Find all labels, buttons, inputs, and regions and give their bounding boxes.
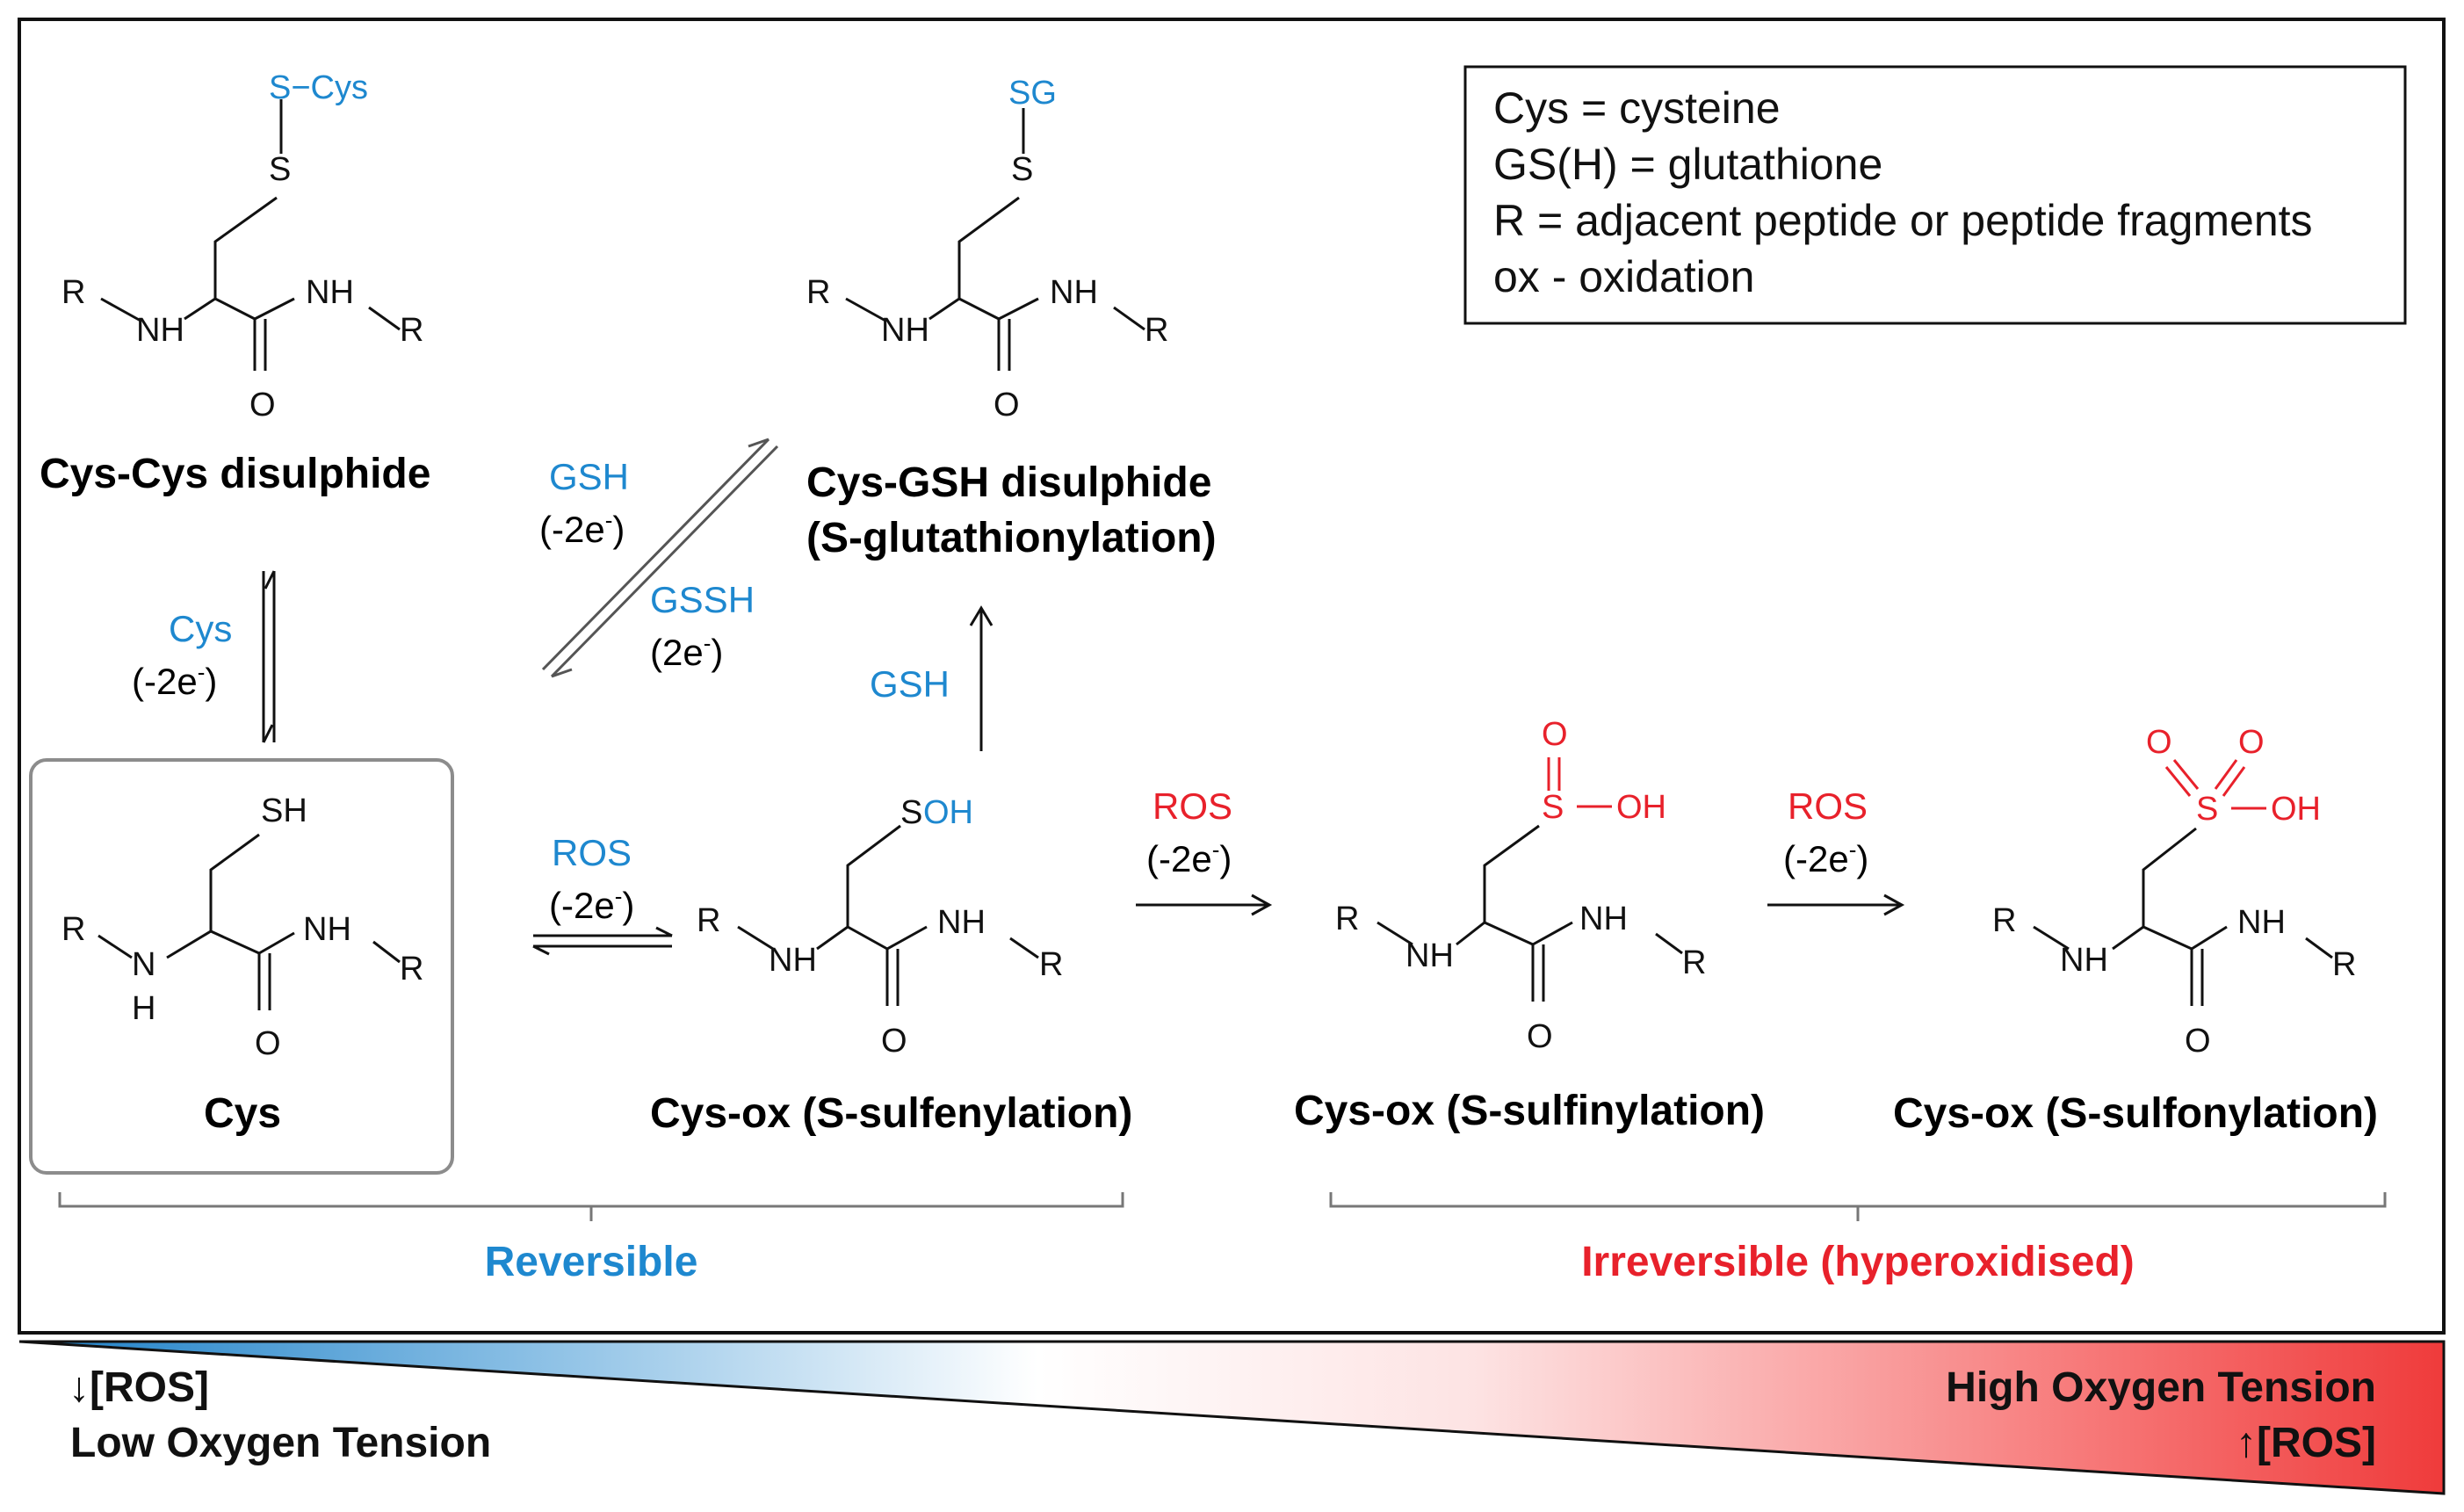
atom-o: O xyxy=(249,387,276,423)
atom-r-right: R xyxy=(1145,312,1168,349)
atom-nh: NH xyxy=(881,312,929,349)
atom-o: O xyxy=(1542,716,1568,753)
legend-line-r: R = adjacent peptide or peptide fragment… xyxy=(1493,196,2313,245)
electron-note: (-2e-) xyxy=(1146,836,1232,879)
atom-o: O xyxy=(2146,724,2172,761)
label-sulfonylation: Cys-ox (S-sulfonylation) xyxy=(1893,1090,2378,1137)
atom-nh: NH xyxy=(1579,901,1628,937)
atom-nh: NH xyxy=(1405,937,1454,974)
atom-sg: SG xyxy=(1008,75,1057,112)
atom-s: S xyxy=(900,794,922,831)
cys-cys-disulphide-structure xyxy=(100,99,401,371)
reagent-ros: ROS xyxy=(552,832,632,873)
sulfonyl-group xyxy=(2164,759,2266,810)
equilibrium-arrow-glutathionylation xyxy=(541,438,779,678)
legend-line-gsh: GS(H) = glutathione xyxy=(1493,140,1882,189)
atom-r-left: R xyxy=(697,902,720,939)
atom-o: O xyxy=(881,1023,907,1060)
arrow-sulfenyl-to-gsh xyxy=(969,605,994,751)
reversible-bracket xyxy=(58,1192,1124,1221)
cys-gsh-disulphide-structure xyxy=(845,108,1145,371)
atom-nh: NH xyxy=(306,274,354,311)
atom-r-right: R xyxy=(1039,946,1063,983)
atom-s: S xyxy=(1011,151,1033,188)
atom-oh: OH xyxy=(923,794,973,831)
atom-r-right: R xyxy=(2332,946,2356,983)
equilibrium-arrow-cys-cys xyxy=(262,570,276,743)
label-low-ros: ↓[ROS] xyxy=(69,1364,209,1411)
atom-r-right: R xyxy=(400,951,423,988)
label-high-ros: ↑[ROS] xyxy=(2236,1420,2376,1466)
legend-box: Cys = cysteine GS(H) = glutathione R = a… xyxy=(1463,65,2407,325)
arrow-sulfinyl-to-sulfonyl xyxy=(1767,893,1905,916)
atom-o: O xyxy=(994,387,1020,423)
label-low-oxygen-tension: Low Oxygen Tension xyxy=(70,1420,491,1466)
atom-r-left: R xyxy=(1335,901,1359,937)
label-high-oxygen-tension: High Oxygen Tension xyxy=(1946,1364,2376,1411)
atom-nh: NH xyxy=(769,942,817,979)
label-irreversible: Irreversible (hyperoxidised) xyxy=(1581,1239,2135,1285)
atom-nh: NH xyxy=(2060,942,2108,979)
atom-s: S xyxy=(269,151,291,188)
label-s-glutathionylation: (S-glutathionylation) xyxy=(806,515,1217,561)
atom-oh: OH xyxy=(1616,789,1666,826)
atom-r-left: R xyxy=(806,274,830,311)
atom-sh: SH xyxy=(261,792,307,829)
reagent-ros: ROS xyxy=(1153,785,1232,827)
atom-o: O xyxy=(2238,724,2265,761)
atom-r-left: R xyxy=(61,911,85,948)
legend-line-cys: Cys = cysteine xyxy=(1493,83,1781,133)
sulfenylation-structure xyxy=(737,824,1039,1006)
atom-nh: NH xyxy=(136,312,184,349)
irreversible-bracket xyxy=(1329,1192,2387,1221)
cys-structure xyxy=(98,833,401,1010)
sulfinyl-group xyxy=(1547,757,1612,808)
electron-note: (-2e-) xyxy=(132,659,217,702)
sulfonylation-structure xyxy=(2033,827,2333,1006)
reagent-gssh: GSSH xyxy=(650,579,755,620)
outer-frame xyxy=(18,18,2446,1335)
equilibrium-arrow-sulfenylation xyxy=(532,926,673,956)
atom-o: O xyxy=(255,1025,281,1062)
atom-nh: NH xyxy=(303,911,351,948)
electron-note: (2e-) xyxy=(650,630,723,673)
electron-note: (-2e-) xyxy=(539,507,625,550)
electron-note: (-2e-) xyxy=(549,883,634,926)
atom-o: O xyxy=(1527,1018,1553,1055)
atom-r-right: R xyxy=(1682,944,1706,981)
atom-nh: NH xyxy=(1050,274,1098,311)
label-cys-gsh-disulphide: Cys-GSH disulphide xyxy=(806,459,1211,506)
reagent-gsh: GSH xyxy=(870,663,950,705)
atom-oh: OH xyxy=(2271,791,2321,828)
sulfinylation-structure xyxy=(1377,824,1683,1002)
label-sulfinylation: Cys-ox (S-sulfinylation) xyxy=(1294,1088,1765,1134)
atom-r-left: R xyxy=(61,274,85,311)
atom-n: N xyxy=(132,946,155,983)
reagent-ros: ROS xyxy=(1788,785,1868,827)
atom-s-cys: S−Cys xyxy=(269,69,368,106)
atom-nh: NH xyxy=(937,904,986,941)
atom-nh: NH xyxy=(2237,904,2286,941)
atom-r-right: R xyxy=(400,312,423,349)
label-sulfenylation: Cys-ox (S-sulfenylation) xyxy=(650,1090,1132,1137)
legend-line-ox: ox - oxidation xyxy=(1493,252,1754,301)
atom-s: S xyxy=(2196,791,2218,828)
arrow-sulfenyl-to-sulfinyl xyxy=(1136,893,1273,916)
label-reversible: Reversible xyxy=(485,1239,698,1285)
atom-o: O xyxy=(2185,1023,2211,1060)
label-cys-cys-disulphide: Cys-Cys disulphide xyxy=(40,451,430,497)
atom-s: S xyxy=(1542,789,1564,826)
electron-note: (-2e-) xyxy=(1783,836,1868,879)
ros-gradient-wedge xyxy=(18,1340,2446,1495)
reagent-gsh: GSH xyxy=(549,456,629,497)
cys-highlight-box xyxy=(29,758,454,1175)
reagent-cys: Cys xyxy=(169,608,232,649)
label-cys: Cys xyxy=(204,1090,281,1137)
atom-h: H xyxy=(132,990,155,1027)
atom-r-left: R xyxy=(1992,902,2016,939)
